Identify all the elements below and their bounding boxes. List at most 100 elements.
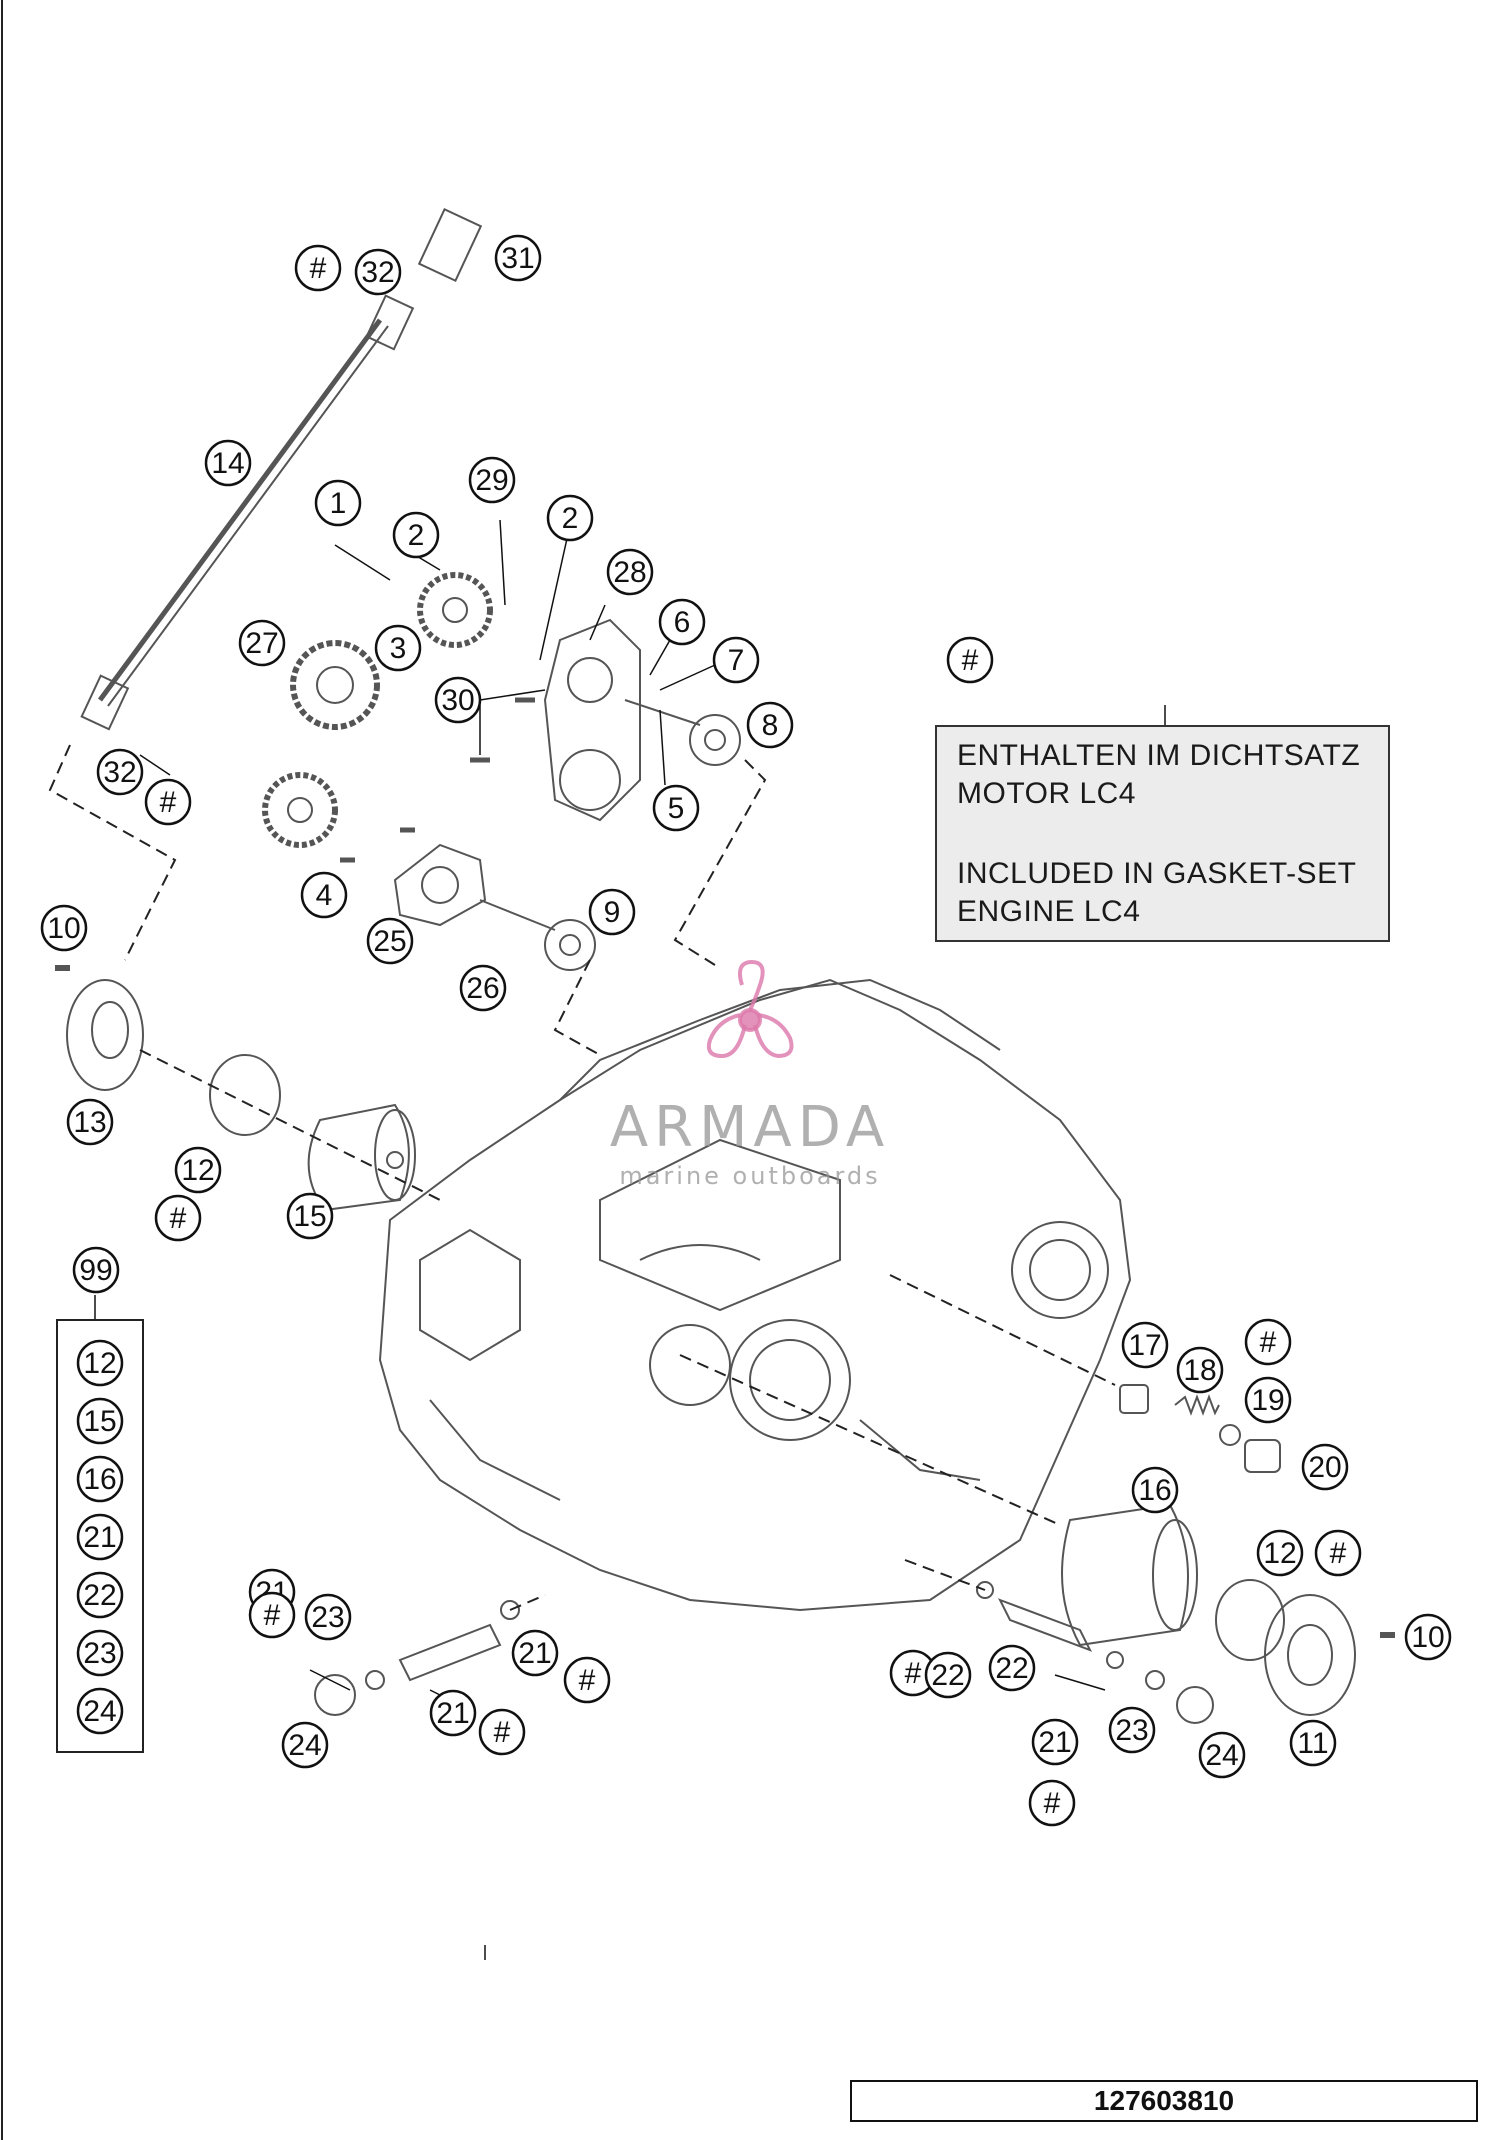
kit-list-item-15: 15 [76,1397,124,1445]
callout-label: 4 [316,879,333,912]
callout-label: 17 [1128,1329,1161,1362]
watermark-tagline: marine outboards [619,1162,881,1190]
filter-bore [649,1324,731,1406]
callout-label: # [1330,1537,1347,1570]
part-callout-22: 22 [988,1644,1036,1692]
callout-label: 21 [518,1637,551,1670]
part-callout-8: 8 [746,701,794,749]
part-callout-30: 30 [434,676,482,724]
leader-rotor-8 [673,759,767,966]
part-callout-23: 23 [304,1593,352,1641]
kit-list-label: 21 [83,1521,116,1554]
callout-label: # [494,1716,511,1749]
valve-22-left [398,1623,502,1682]
oil-line [97,318,383,702]
part-callout-2: 2 [546,494,594,542]
callout-label: 26 [466,972,499,1005]
filter-cover-13 [66,979,144,1091]
callout-label: 8 [762,709,779,742]
part-callout-2: 2 [392,511,440,559]
part-callout-23: 23 [1108,1706,1156,1754]
axis-valve-17 [889,1274,1116,1386]
watermark-logo-icon [706,960,794,1059]
plug-20 [1244,1439,1281,1473]
callout-label: 27 [245,627,278,660]
leader-rotor-9 [553,959,601,1056]
callout-label: 24 [1205,1739,1238,1772]
crankcase-top [559,978,1001,1101]
callout-label: # [170,1202,187,1235]
kit-list-label: 16 [83,1463,116,1496]
callout-label: 23 [311,1601,344,1634]
kit-list-label: 24 [83,1695,116,1728]
callout-label: 3 [390,632,407,665]
callout-label: # [160,786,177,819]
pump-cover-25 [393,843,487,927]
gasket-marker-callout: # [144,778,192,826]
kit-list-label: 15 [83,1405,116,1438]
part-callout-13: 13 [66,1098,114,1146]
part-callout-21: 21 [511,1629,559,1677]
part-callout-12: 12 [174,1146,222,1194]
note-line-2: MOTOR LC4 [957,777,1136,810]
part-callout-32: 32 [354,248,402,296]
gasket-marker-callout: # [248,1591,296,1639]
callout-label: # [962,644,979,677]
kit-list-item-16: 16 [76,1455,124,1503]
valve-22-right [997,1598,1093,1652]
valve-17 [1119,1384,1149,1414]
part-callout-9: 9 [588,888,636,936]
part-callout-1: 1 [314,479,362,527]
kit-list-item-23: 23 [76,1629,124,1677]
part-callout-7: 7 [712,636,760,684]
part-callout-10: 10 [40,904,88,952]
axis-valve-right [904,1559,986,1591]
callout-label: 9 [604,896,621,929]
gear-27 [290,640,380,730]
callout-label: 28 [613,556,646,589]
note-line-3: INCLUDED IN GASKET-SET [957,857,1357,890]
callout-label: 1 [330,487,347,520]
crank-bore [729,1319,851,1441]
part-callout-21: 21 [1031,1718,1079,1766]
gasket-marker-callout: # [946,636,994,684]
part-callout-6: 6 [658,598,706,646]
callout-label: 11 [1297,1727,1328,1760]
rotor-9 [544,919,596,971]
callout-label: 25 [373,925,406,958]
gasket-marker-callout: # [294,244,342,292]
callout-label: 21 [436,1697,469,1730]
part-callout-25: 25 [366,917,414,965]
callout-label: 18 [1183,1354,1216,1387]
plug-24-left [314,1674,356,1716]
callout-label: 32 [103,756,136,789]
crankcase-outline [378,978,1132,1612]
part-callout-31: 31 [494,234,542,282]
part-callout-28: 28 [606,548,654,596]
rotor-8 [689,714,741,766]
axis-valve-left [509,1594,546,1611]
part-callout-24: 24 [1198,1731,1246,1779]
o-ring-12-left [209,1054,281,1136]
callout-label: # [310,252,327,285]
part-callout-3: 3 [374,624,422,672]
gasket-marker-callout: # [154,1194,202,1242]
axis-filter-16 [679,1354,1061,1526]
callout-label: 12 [1263,1537,1296,1570]
page-border [1,0,3,2140]
part-callout-24: 24 [281,1721,329,1769]
callout-label: # [1044,1787,1061,1820]
gasket-marker-callout: # [563,1656,611,1704]
callout-label: 22 [995,1652,1028,1685]
callout-label: 29 [475,464,508,497]
bearing-bore [1011,1221,1109,1319]
plug-24-right [1176,1686,1214,1724]
part-callout-17: 17 [1121,1321,1169,1369]
part-callout-99: 99 [72,1246,120,1294]
callout-label: # [579,1664,596,1697]
gasket-marker-callout: # [1314,1529,1362,1577]
part-callout-4: 4 [300,871,348,919]
